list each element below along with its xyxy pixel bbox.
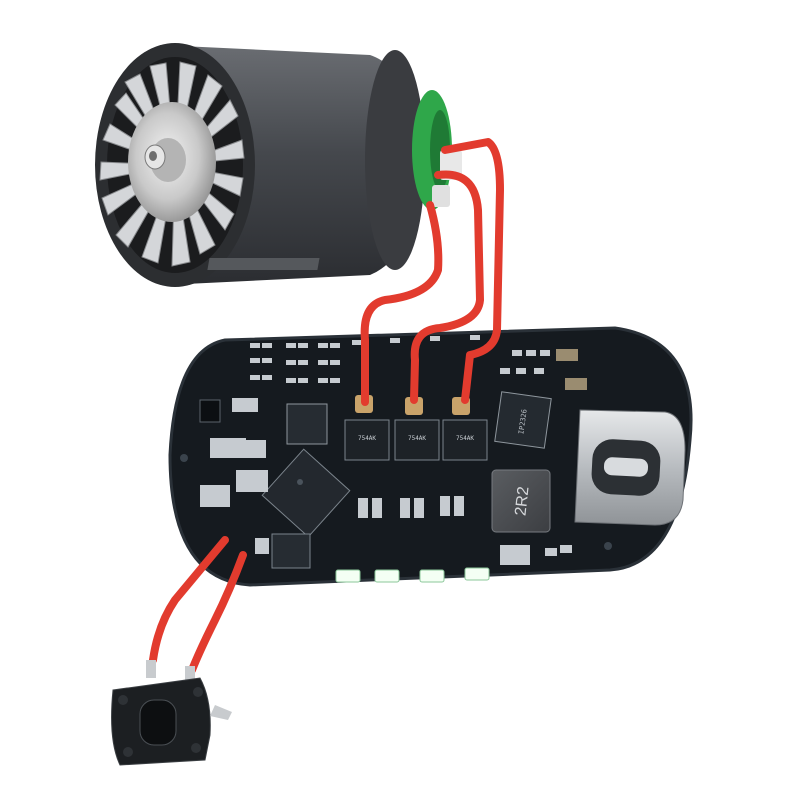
motor xyxy=(95,43,462,287)
passive-components-top xyxy=(250,335,550,383)
mosfet-3: 754AK xyxy=(442,419,488,461)
charging-ic: IP2326 xyxy=(494,391,552,449)
usb-c-port xyxy=(574,409,686,526)
mosfet-1-marking: 754AK xyxy=(358,435,376,442)
inductor-marking: 2R2 xyxy=(513,486,533,517)
microcontroller-chip xyxy=(261,448,351,538)
mosfet-3-marking: 754AK xyxy=(456,435,474,442)
push-button xyxy=(111,660,232,766)
mosfet-2: 754AK xyxy=(394,419,440,461)
mosfet-1: 754AK xyxy=(344,419,390,461)
mosfet-2-marking: 754AK xyxy=(408,435,426,442)
button-wires xyxy=(149,536,247,674)
ic-marking: IP2326 xyxy=(517,409,528,435)
pcb-board: 754AK 754AK 754AK IP2326 2R2 xyxy=(168,326,693,587)
indicator-leds xyxy=(335,567,490,583)
inductor: 2R2 xyxy=(491,469,551,533)
motor-wires xyxy=(360,138,504,406)
